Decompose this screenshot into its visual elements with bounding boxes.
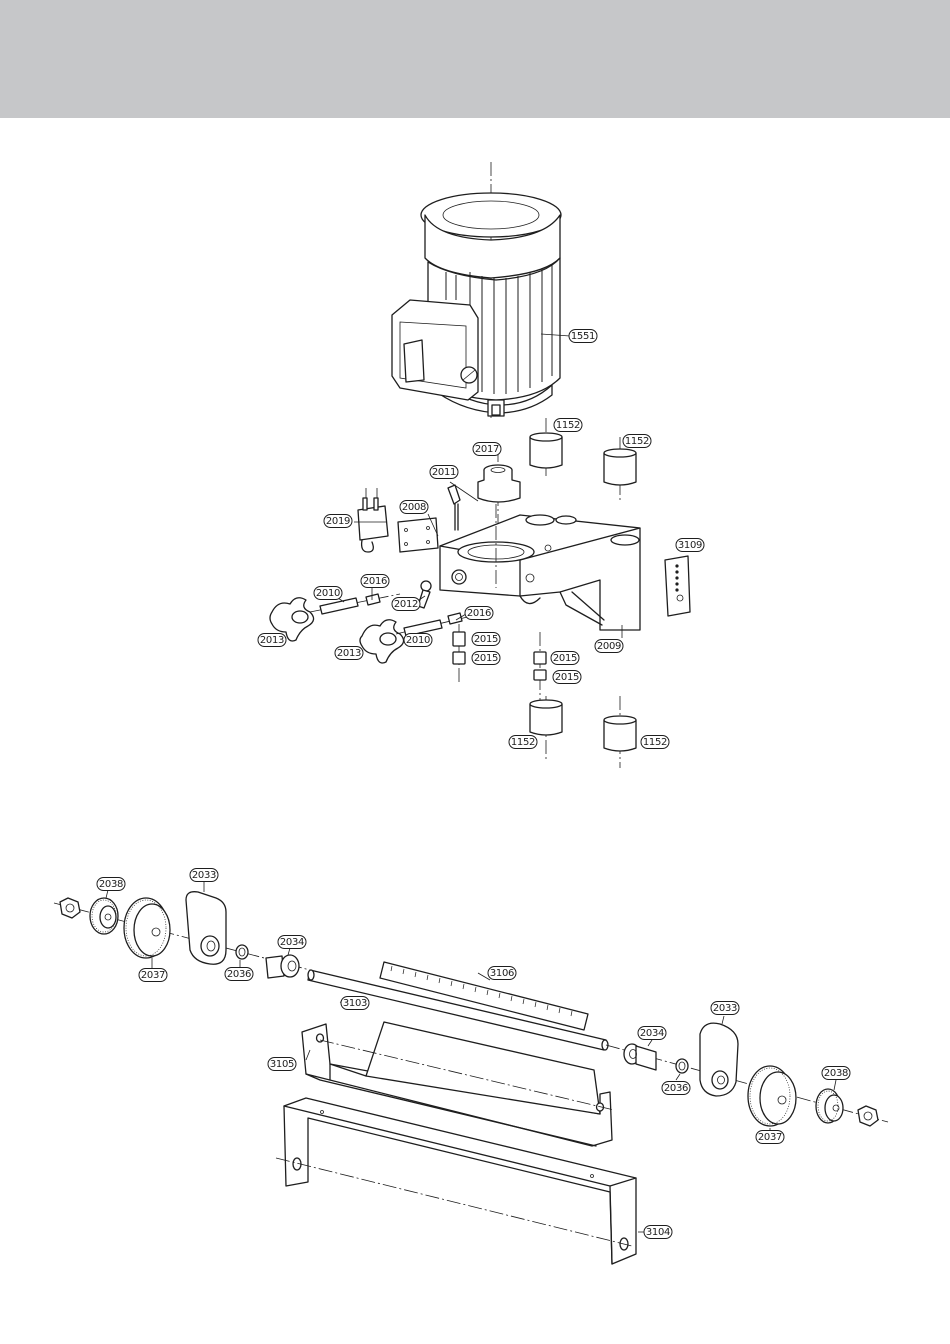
callout-2017-c2017: 2017 (473, 443, 501, 456)
callout-2013-c2013a: 2013 (258, 634, 286, 647)
callout-2009-c2009: 2009 (595, 640, 623, 653)
callout-number: 2017 (475, 444, 499, 455)
callout-number: 1152 (643, 737, 667, 748)
callout-number: 3103 (343, 998, 367, 1009)
bushing-part-2034-left (266, 955, 299, 978)
lower-assembly (54, 882, 888, 1264)
callout-number: 2019 (326, 516, 350, 527)
callout-3106-c3106: 3106 (488, 967, 516, 980)
callout-number: 3109 (678, 540, 702, 551)
callout-2038-c2038b: 2038 (822, 1067, 850, 1080)
callout-number: 3104 (646, 1227, 670, 1238)
callout-number: 2011 (432, 467, 456, 478)
callout-number: 2010 (316, 588, 340, 599)
callout-2034-c2034a: 2034 (278, 936, 306, 949)
callout-number: 1551 (571, 331, 595, 342)
callout-2019-c2019: 2019 (324, 515, 352, 528)
callout-number: 2008 (402, 502, 426, 513)
callout-number: 2034 (280, 937, 304, 948)
callout-3103-c3103: 3103 (341, 997, 369, 1010)
callout-2008-c2008: 2008 (400, 501, 428, 514)
knurl-wheel-part-2037-left (124, 898, 170, 958)
callout-number: 2037 (141, 970, 165, 981)
callout-2016-c2016a: 2016 (361, 575, 389, 588)
callout-number: 2033 (713, 1003, 737, 1014)
callout-number: 2036 (664, 1083, 688, 1094)
nut-part-2038-right (858, 1106, 878, 1126)
upper-assembly (270, 162, 690, 768)
callout-number: 1152 (556, 420, 580, 431)
ring-part-2036-right (676, 1059, 688, 1073)
bushing-part-2015-left (453, 624, 465, 684)
callout-1152-c1152c: 1152 (509, 736, 537, 749)
callout-2015-c2015c: 2015 (551, 652, 579, 665)
callout-number: 2038 (99, 879, 123, 890)
bushing-part-2034-right (624, 1044, 656, 1070)
callout-number: 2038 (824, 1068, 848, 1079)
switch-part-2019 (358, 488, 388, 552)
callout-number: 1152 (625, 436, 649, 447)
callout-2038-c2038a: 2038 (97, 878, 125, 891)
callout-1152-c1152d: 1152 (641, 736, 669, 749)
callout-number: 2015 (474, 634, 498, 645)
callout-number: 2036 (227, 969, 251, 980)
knurl-wheel-part-2037-right (748, 1066, 796, 1126)
callout-2037-c2037a: 2037 (139, 969, 167, 982)
motor-part-1551 (392, 193, 561, 416)
callout-2013-c2013b: 2013 (335, 647, 363, 660)
callout-number: 3106 (490, 968, 514, 979)
callout-2036-c2036b: 2036 (662, 1082, 690, 1095)
sleeve-part-2016-upper (366, 594, 380, 605)
callout-2010-c2010a: 2010 (314, 587, 342, 600)
callout-number: 2015 (474, 653, 498, 664)
callout-1551-c1551a: 1551 (569, 330, 597, 343)
callout-2011-c2011: 2011 (430, 466, 458, 479)
bushing-part-2015-right (534, 632, 546, 700)
sleeve-part-1152-lower-right (604, 696, 636, 768)
callout-1152-c1152a: 1152 (554, 419, 582, 432)
callout-3109-c3109: 3109 (676, 539, 704, 552)
sleeve-part-2016-lower (448, 613, 462, 624)
knurl-wheel-part-2038-left (90, 898, 118, 934)
callout-2015-c2015d: 2015 (553, 671, 581, 684)
ring-part-2036-left (236, 945, 248, 959)
callout-number: 2009 (597, 641, 621, 652)
callout-number: 2015 (553, 653, 577, 664)
callout-2036-c2036a: 2036 (225, 968, 253, 981)
callout-3105-c3105: 3105 (268, 1058, 296, 1071)
callout-number: 2015 (555, 672, 579, 683)
callout-number: 2016 (363, 576, 387, 587)
callout-number: 2037 (758, 1132, 782, 1143)
callout-number: 2013 (337, 648, 361, 659)
callout-2034-c2034b: 2034 (638, 1027, 666, 1040)
callout-2012-c2012: 2012 (392, 598, 420, 611)
callout-2015-c2015a: 2015 (472, 633, 500, 646)
callout-2010-c2010b: 2010 (404, 634, 432, 647)
pin-part-2011 (448, 485, 460, 530)
callout-number: 2013 (260, 635, 284, 646)
callout-number: 2033 (192, 870, 216, 881)
callout-number: 2016 (467, 608, 491, 619)
callout-2016-c2016b: 2016 (465, 607, 493, 620)
callout-1152-c1152b: 1152 (623, 435, 651, 448)
callout-number: 1152 (511, 737, 535, 748)
arm-part-2033-right (700, 1023, 738, 1096)
callout-2033-c2033a: 2033 (190, 869, 218, 882)
arm-part-2033-left (186, 892, 226, 965)
callout-number: 3105 (270, 1059, 294, 1070)
callout-number: 2010 (406, 635, 430, 646)
knurl-wheel-part-2038-right (816, 1089, 843, 1123)
label-plate-part-3109 (665, 556, 690, 616)
knob-part-2013-lower (360, 620, 404, 663)
nut-part-2038-left (60, 898, 80, 918)
callout-number: 2012 (394, 599, 418, 610)
sleeve-part-1152-lower-left (530, 696, 562, 760)
callout-2037-c2037b: 2037 (756, 1131, 784, 1144)
callout-3104-c3104: 3104 (644, 1226, 672, 1239)
callout-2033-c2033b: 2033 (711, 1002, 739, 1015)
callout-number: 2034 (640, 1028, 664, 1039)
callout-2015-c2015b: 2015 (472, 652, 500, 665)
